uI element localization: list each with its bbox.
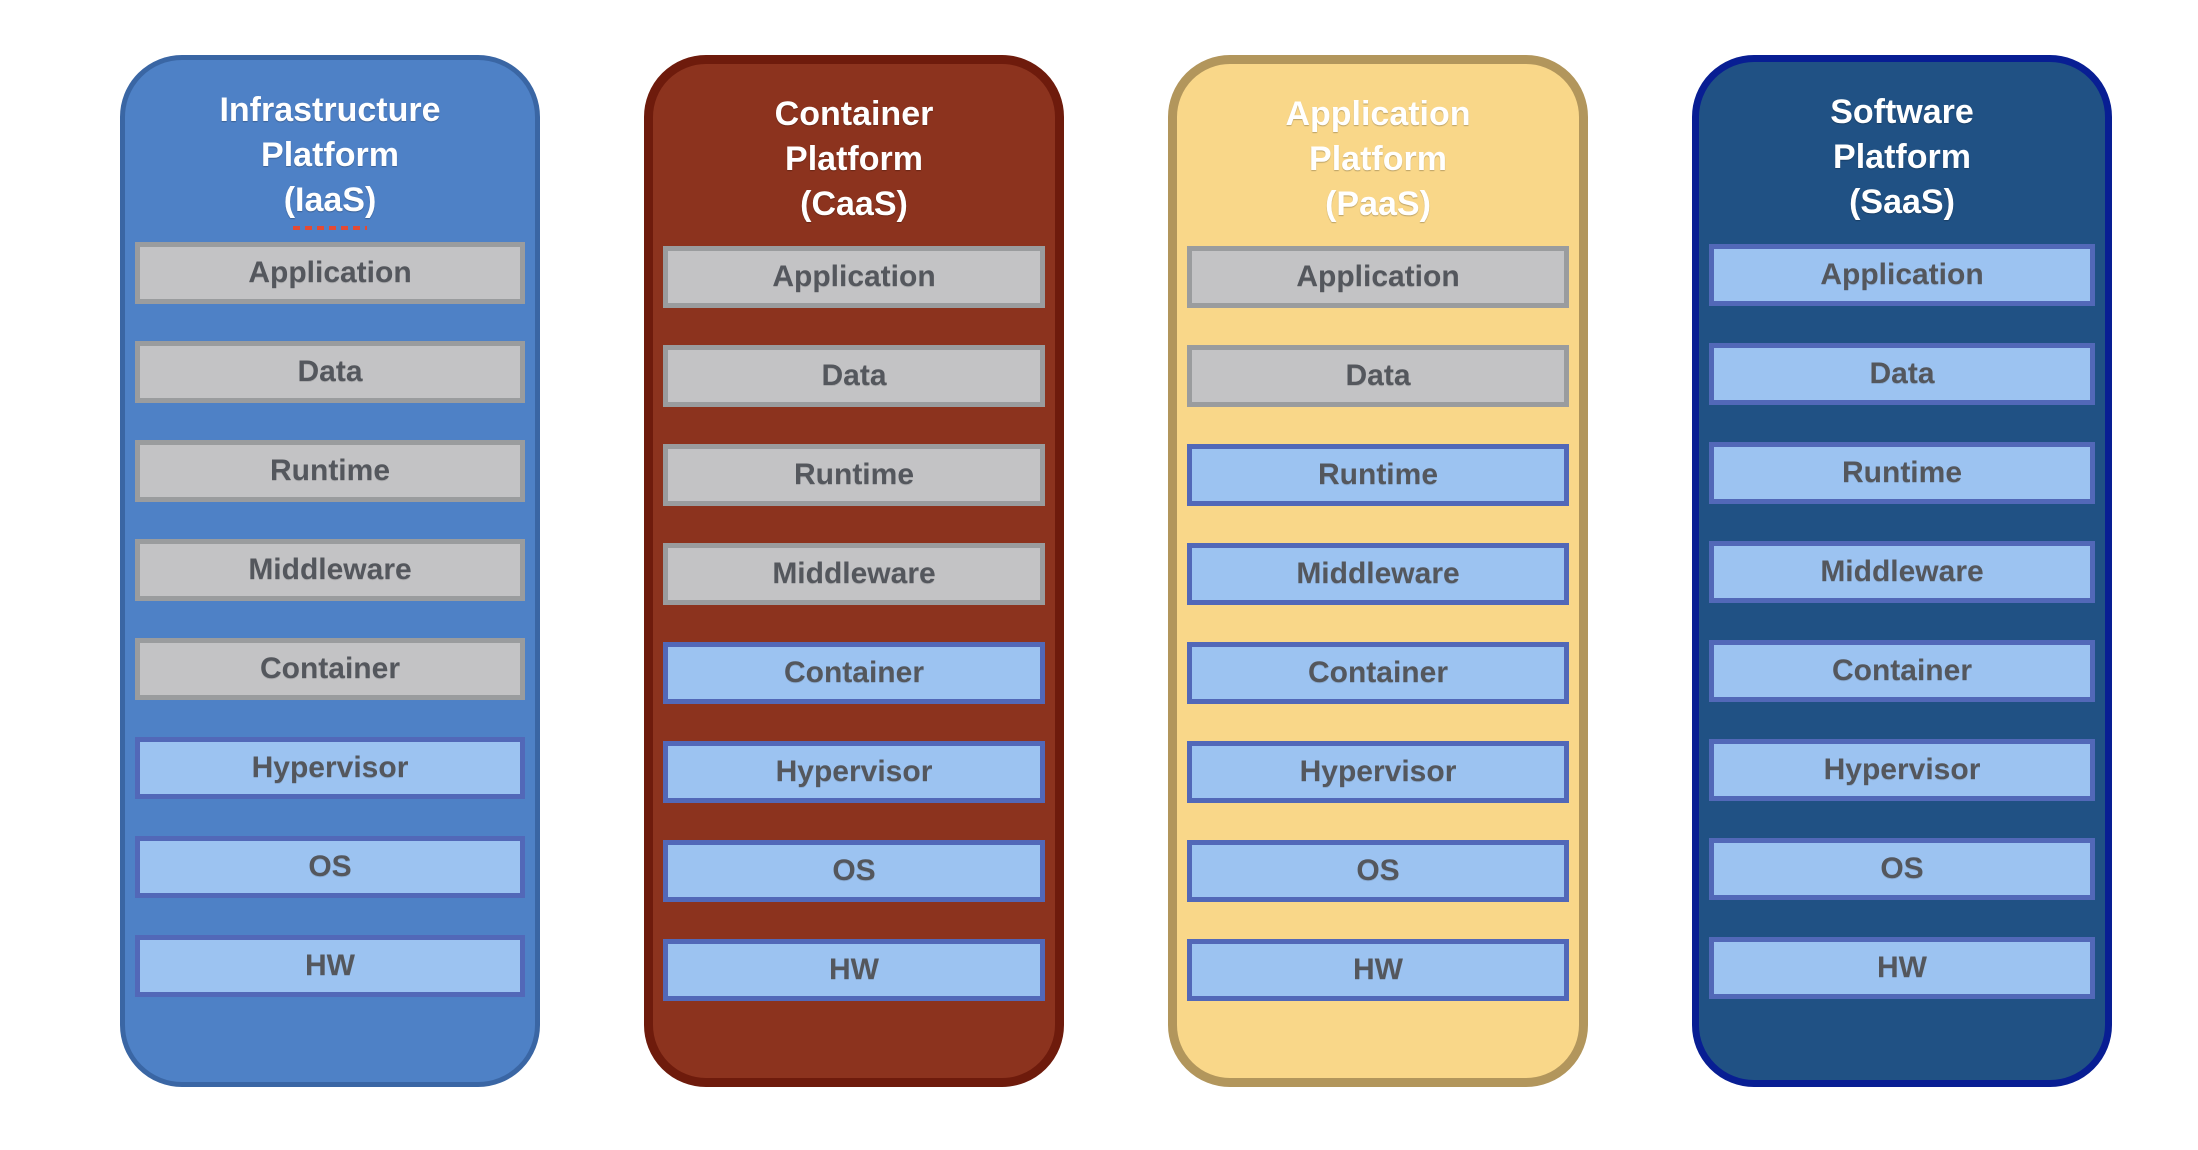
layer-data: Data (1709, 343, 2095, 405)
layer-label: Middleware (248, 553, 412, 586)
layer-hw: HW (663, 939, 1045, 1001)
platform-columns: Infrastructure Platform (IaaS) Applicati… (120, 55, 2112, 1087)
layer-os: OS (1709, 838, 2095, 900)
layer-middleware: Middleware (1187, 543, 1569, 605)
column-iaas-title: Infrastructure Platform (IaaS) (125, 80, 535, 230)
layer-label: Middleware (1820, 555, 1984, 588)
layer-label: Application (1296, 260, 1460, 293)
layer-label: Runtime (1842, 456, 1962, 489)
layer-hypervisor: Hypervisor (663, 741, 1045, 803)
layer-label: Runtime (1318, 458, 1438, 491)
layer-stack: Application Data Runtime Middleware Cont… (125, 230, 535, 997)
layer-label: Container (1831, 654, 1972, 687)
layer-container: Container (663, 642, 1045, 704)
column-paas-title: Application Platform (PaaS) (1177, 84, 1579, 234)
column-title-line: Platform (261, 135, 399, 174)
layer-os: OS (1187, 840, 1569, 902)
layer-os: OS (663, 840, 1045, 902)
column-title-line: (CaaS) (800, 184, 908, 223)
layer-label: Hypervisor (1823, 753, 1981, 786)
layer-middleware: Middleware (135, 539, 525, 601)
layer-label: Middleware (1296, 557, 1460, 590)
layer-stack: Application Data Runtime Middleware Cont… (653, 234, 1055, 1001)
layer-label: Runtime (270, 454, 390, 487)
layer-runtime: Runtime (135, 440, 525, 502)
layer-hypervisor: Hypervisor (1709, 739, 2095, 801)
layer-runtime: Runtime (1187, 444, 1569, 506)
layer-hw: HW (135, 935, 525, 997)
column-saas-title: Software Platform (SaaS) (1699, 82, 2105, 232)
column-saas: Software Platform (SaaS) Application Dat… (1692, 55, 2112, 1087)
layer-container: Container (1187, 642, 1569, 704)
layer-runtime: Runtime (1709, 442, 2095, 504)
layer-hypervisor: Hypervisor (135, 737, 525, 799)
layer-hypervisor: Hypervisor (1187, 741, 1569, 803)
column-title-line: (PaaS) (1325, 184, 1431, 223)
layer-application: Application (663, 246, 1045, 308)
layer-label: OS (1356, 854, 1400, 887)
layer-label: Data (297, 355, 363, 388)
layer-label: Application (1820, 258, 1984, 291)
layer-runtime: Runtime (663, 444, 1045, 506)
column-title-line: (IaaS) (284, 178, 376, 230)
layer-label: Container (783, 656, 924, 689)
layer-label: HW (1877, 951, 1927, 984)
layer-label: Data (1345, 359, 1411, 392)
layer-label: Hypervisor (251, 751, 409, 784)
layer-hw: HW (1187, 939, 1569, 1001)
column-title-line: (SaaS) (1849, 182, 1955, 221)
column-title-line: Platform (1309, 139, 1447, 178)
layer-application: Application (1187, 246, 1569, 308)
layer-label: OS (1880, 852, 1924, 885)
layer-label: HW (1353, 953, 1403, 986)
layer-label: Container (1307, 656, 1448, 689)
layer-middleware: Middleware (1709, 541, 2095, 603)
column-paas: Application Platform (PaaS) Application … (1168, 55, 1588, 1087)
column-title-line: Container (774, 94, 934, 133)
layer-hw: HW (1709, 937, 2095, 999)
layer-data: Data (1187, 345, 1569, 407)
layer-application: Application (135, 242, 525, 304)
column-title-line: Platform (1833, 137, 1971, 176)
layer-label: Middleware (772, 557, 936, 590)
layer-data: Data (663, 345, 1045, 407)
column-iaas: Infrastructure Platform (IaaS) Applicati… (120, 55, 540, 1087)
layer-label: HW (305, 949, 355, 982)
layer-os: OS (135, 836, 525, 898)
layer-data: Data (135, 341, 525, 403)
column-title-line: Infrastructure (219, 90, 441, 129)
column-title-line: Application (1285, 94, 1471, 133)
layer-label: OS (832, 854, 876, 887)
layer-label: HW (829, 953, 879, 986)
layer-label: Data (821, 359, 887, 392)
column-caas: Container Platform (CaaS) Application Da… (644, 55, 1064, 1087)
layer-label: Application (248, 256, 412, 289)
layer-label: Application (772, 260, 936, 293)
layer-stack: Application Data Runtime Middleware Cont… (1177, 234, 1579, 1001)
layer-label: OS (308, 850, 352, 883)
layer-stack: Application Data Runtime Middleware Cont… (1699, 232, 2105, 999)
column-title-line: Platform (785, 139, 923, 178)
layer-container: Container (135, 638, 525, 700)
column-caas-title: Container Platform (CaaS) (653, 84, 1055, 234)
layer-container: Container (1709, 640, 2095, 702)
layer-label: Data (1869, 357, 1935, 390)
layer-label: Runtime (794, 458, 914, 491)
layer-label: Hypervisor (775, 755, 933, 788)
layer-label: Container (259, 652, 400, 685)
layer-application: Application (1709, 244, 2095, 306)
column-title-line: Software (1830, 92, 1974, 131)
layer-label: Hypervisor (1299, 755, 1457, 788)
layer-middleware: Middleware (663, 543, 1045, 605)
